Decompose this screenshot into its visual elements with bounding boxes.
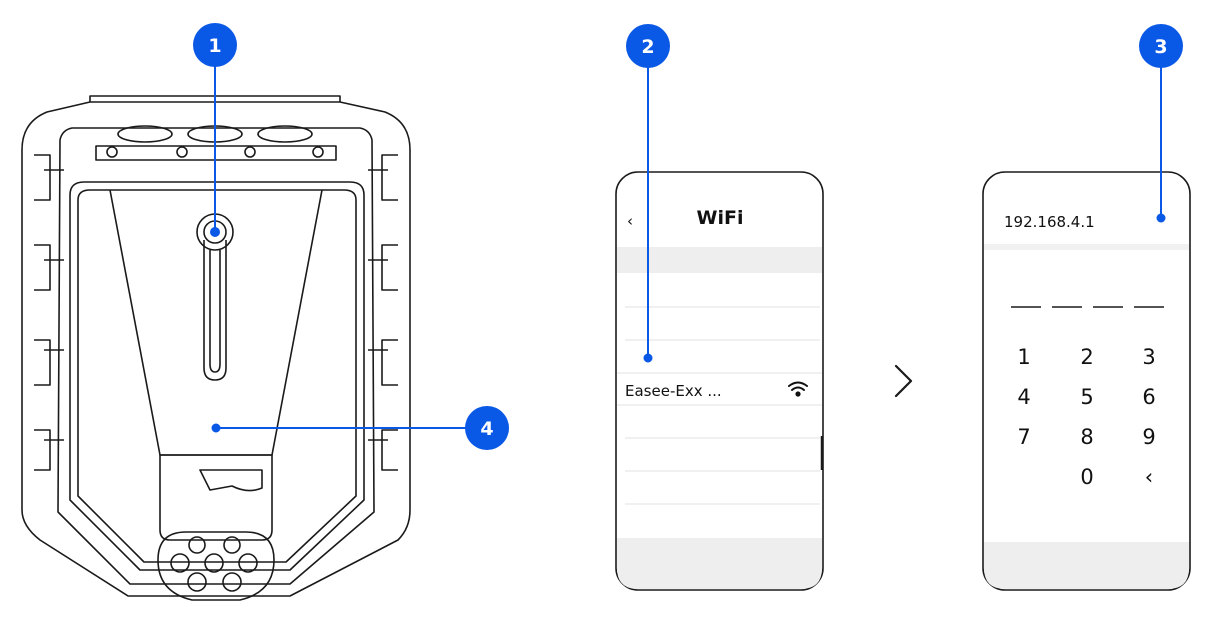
back-plate xyxy=(69,181,365,571)
type2-socket xyxy=(157,531,275,601)
anchor-dot-1 xyxy=(210,227,220,237)
led-slot xyxy=(203,240,227,381)
keypad-key-0[interactable]: 0 xyxy=(1080,465,1093,489)
callout-number: 4 xyxy=(480,418,493,440)
keypad-key-4[interactable]: 4 xyxy=(1017,385,1030,409)
callout-leaders xyxy=(214,65,1162,429)
socket-pin-4 xyxy=(204,553,224,573)
keypad-key-1[interactable]: 1 xyxy=(1017,345,1030,369)
cable-gland-right xyxy=(257,125,313,143)
socket-pin-2 xyxy=(223,536,241,554)
callout-badge-2: 2 xyxy=(626,24,670,68)
keypad-key-2[interactable]: 2 xyxy=(1080,345,1093,369)
keypad-key-7[interactable]: 7 xyxy=(1017,425,1030,449)
callout-number: 2 xyxy=(641,36,654,58)
keypad-key-5[interactable]: 5 xyxy=(1080,385,1093,409)
step-arrow-icon xyxy=(894,364,913,398)
pin-keypad: 1 2 3 4 5 6 7 8 9 0 ‹ xyxy=(1017,345,1155,489)
callout-number: 3 xyxy=(1154,36,1167,58)
callout-number: 1 xyxy=(208,35,221,57)
pin-footer-band xyxy=(984,542,1189,589)
socket-pin-6 xyxy=(187,572,207,592)
wifi-back-icon[interactable]: ‹ xyxy=(627,212,633,230)
keypad-key-3[interactable]: 3 xyxy=(1142,345,1155,369)
socket-pin-7 xyxy=(222,572,242,592)
wifi-network-name: Easee-Exx ... xyxy=(625,382,722,400)
keypad-key-6[interactable]: 6 xyxy=(1142,385,1155,409)
terminal-screw-3 xyxy=(244,146,256,158)
callout-anchors xyxy=(210,213,1166,433)
wifi-phone-frame xyxy=(615,171,824,591)
keypad-key-9[interactable]: 9 xyxy=(1142,425,1155,449)
anchor-dot-2 xyxy=(643,353,653,363)
side-clips-right xyxy=(368,154,398,471)
wifi-title: WiFi xyxy=(697,207,744,229)
terminal-screw-1 xyxy=(106,146,118,158)
terminal-screw-4 xyxy=(312,146,324,158)
callout-badge-3: 3 xyxy=(1139,24,1183,68)
pin-phone: 192.168.4.1 1 2 3 4 5 6 7 8 9 0 ‹ xyxy=(982,171,1191,591)
back-plate-inner xyxy=(77,189,357,563)
socket-latch xyxy=(199,469,263,492)
anchor-dot-4 xyxy=(211,423,221,433)
led-slot-inner xyxy=(209,250,221,373)
socket-pin-3 xyxy=(170,553,190,573)
keypad-backspace-key[interactable]: ‹ xyxy=(1145,465,1153,489)
socket-pin-5 xyxy=(238,553,258,573)
keypad-key-8[interactable]: 8 xyxy=(1080,425,1093,449)
socket-housing xyxy=(159,454,273,541)
charger-outer-shell xyxy=(21,101,411,597)
terminal-screw-2 xyxy=(176,146,188,158)
callout-badge-1: 1 xyxy=(193,23,237,67)
pin-phone-frame xyxy=(982,171,1191,591)
address-divider-band xyxy=(984,244,1189,250)
wifi-header-band xyxy=(617,247,822,273)
callout-badge-4: 4 xyxy=(465,406,509,450)
address-bar[interactable]: 192.168.4.1 xyxy=(1004,213,1095,231)
charger-inner-shell xyxy=(57,127,375,585)
socket-pin-1 xyxy=(188,536,206,554)
cable-gland-left xyxy=(117,125,173,143)
wifi-phone: ‹ WiFi Easee-Exx ... xyxy=(615,171,824,591)
wifi-signal-icon xyxy=(788,381,808,397)
anchor-dot-3 xyxy=(1156,213,1166,223)
wifi-footer-band xyxy=(617,538,822,589)
side-clips-left xyxy=(34,154,64,471)
wifi-network-item[interactable]: Easee-Exx ... xyxy=(625,381,808,400)
